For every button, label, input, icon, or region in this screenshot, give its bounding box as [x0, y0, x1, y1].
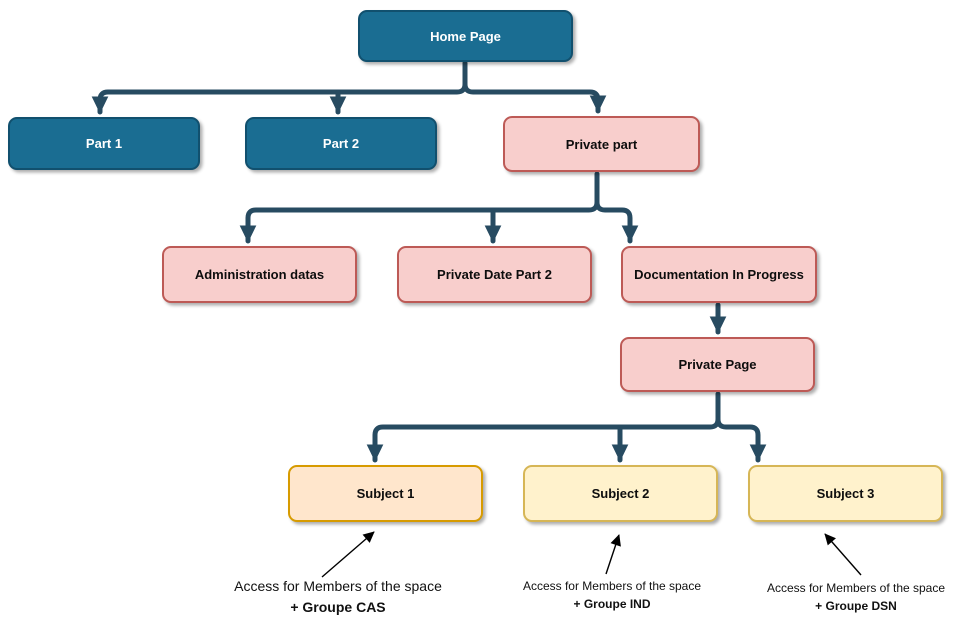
annotation-line: Access for Members of the space — [766, 581, 946, 595]
node-part-2[interactable]: Part 2 — [245, 117, 437, 170]
node-subject-1[interactable]: Subject 1 — [288, 465, 483, 522]
edge-private-part-to-documentation — [594, 199, 639, 244]
annotation-arrow-subject1 — [321, 531, 375, 578]
node-administration-datas[interactable]: Administration datas — [162, 246, 357, 303]
node-label: Private Date Part 2 — [437, 267, 552, 282]
node-home-page[interactable]: Home Page — [358, 10, 573, 62]
annotation-group-label: + Groupe DSN — [815, 599, 897, 613]
edge-private-page-to-subject1 — [366, 391, 721, 463]
annotation-subject-1: Access for Members of the space + Groupe… — [198, 576, 478, 618]
node-private-page[interactable]: Private Page — [620, 337, 815, 392]
node-private-date-part-2[interactable]: Private Date Part 2 — [397, 246, 592, 303]
node-label: Subject 3 — [816, 486, 875, 501]
annotation-subject-2: Access for Members of the space + Groupe… — [500, 577, 724, 613]
node-label: Administration datas — [194, 267, 325, 282]
node-label: Subject 2 — [591, 486, 650, 501]
node-documentation-in-progress[interactable]: Documentation In Progress — [621, 246, 817, 303]
node-label: Home Page — [430, 28, 501, 44]
annotation-line: Access for Members of the space — [522, 579, 702, 593]
annotation-group-label: + Groupe CAS — [290, 599, 386, 615]
edge-home-to-part1 — [91, 60, 468, 115]
node-label: Part 1 — [85, 136, 123, 151]
node-label: Private part — [565, 136, 638, 152]
edge-home-to-private-part — [462, 81, 607, 114]
node-private-part[interactable]: Private part — [503, 116, 700, 172]
annotation-arrow-subject2 — [605, 534, 621, 575]
annotation-group-label: + Groupe IND — [573, 597, 651, 611]
edge-private-part-to-administration-datas — [239, 171, 600, 244]
annotation-subject-3: Access for Members of the space + Groupe… — [744, 579, 968, 615]
node-subject-3[interactable]: Subject 3 — [748, 465, 943, 522]
node-subject-2[interactable]: Subject 2 — [523, 465, 718, 522]
edge-private-page-to-subject3 — [715, 416, 767, 463]
node-label: Part 2 — [322, 136, 360, 151]
node-label: Private Page — [678, 357, 757, 372]
node-label: Documentation In Progress — [634, 267, 804, 282]
annotation-line: Access for Members of the space — [234, 578, 442, 594]
node-part-1[interactable]: Part 1 — [8, 117, 200, 170]
node-label: Subject 1 — [356, 486, 415, 501]
annotation-arrow-subject3 — [824, 533, 862, 576]
